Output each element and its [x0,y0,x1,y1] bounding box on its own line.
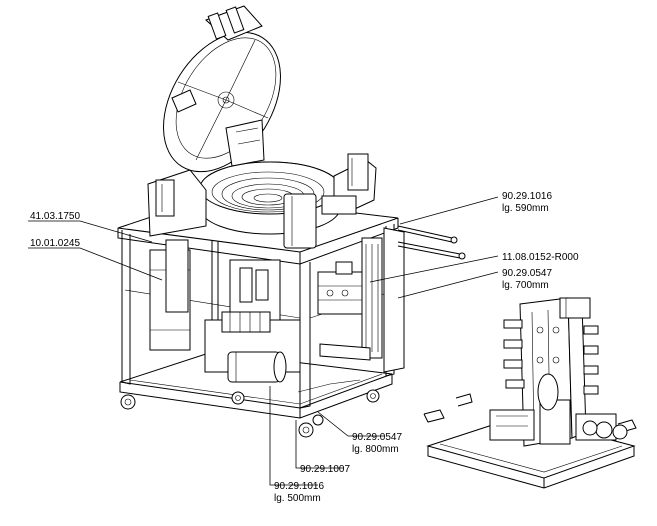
protruding-rods [397,225,466,260]
hinge-support [147,169,207,237]
leader-lines [28,196,499,486]
tray-assembly [423,297,637,489]
callout-part-c2: 11.08.0152-R000 [502,252,579,263]
internal-components [149,227,405,393]
callout-length-c3: lg. 700mm [502,280,549,291]
callout-labels: 90.29.1016 lg. 590mm 11.08.0152-R000 90.… [30,191,579,504]
callout-part-c7: 90.29.1007 [300,464,350,475]
callout-length-c6: lg. 800mm [352,444,399,455]
main-machine [117,5,466,438]
callout-part-c5: 10.01.0245 [30,238,80,249]
callout-length-c8: lg. 500mm [274,493,321,504]
callout-part-c3: 90.29.0547 [502,268,552,279]
callout-part-c4: 41.03.1750 [30,211,80,222]
callout-part-c1: 90.29.1016 [502,191,552,202]
right-bracket [321,153,377,215]
callout-part-c6: 90.29.0547 [352,432,402,443]
bowl-feeder [199,161,341,249]
callout-part-c8: 90.29.1016 [274,481,324,492]
callout-length-c1: lg. 590mm [502,203,549,214]
caster-wheels [120,389,380,438]
lid-disk [163,5,281,173]
